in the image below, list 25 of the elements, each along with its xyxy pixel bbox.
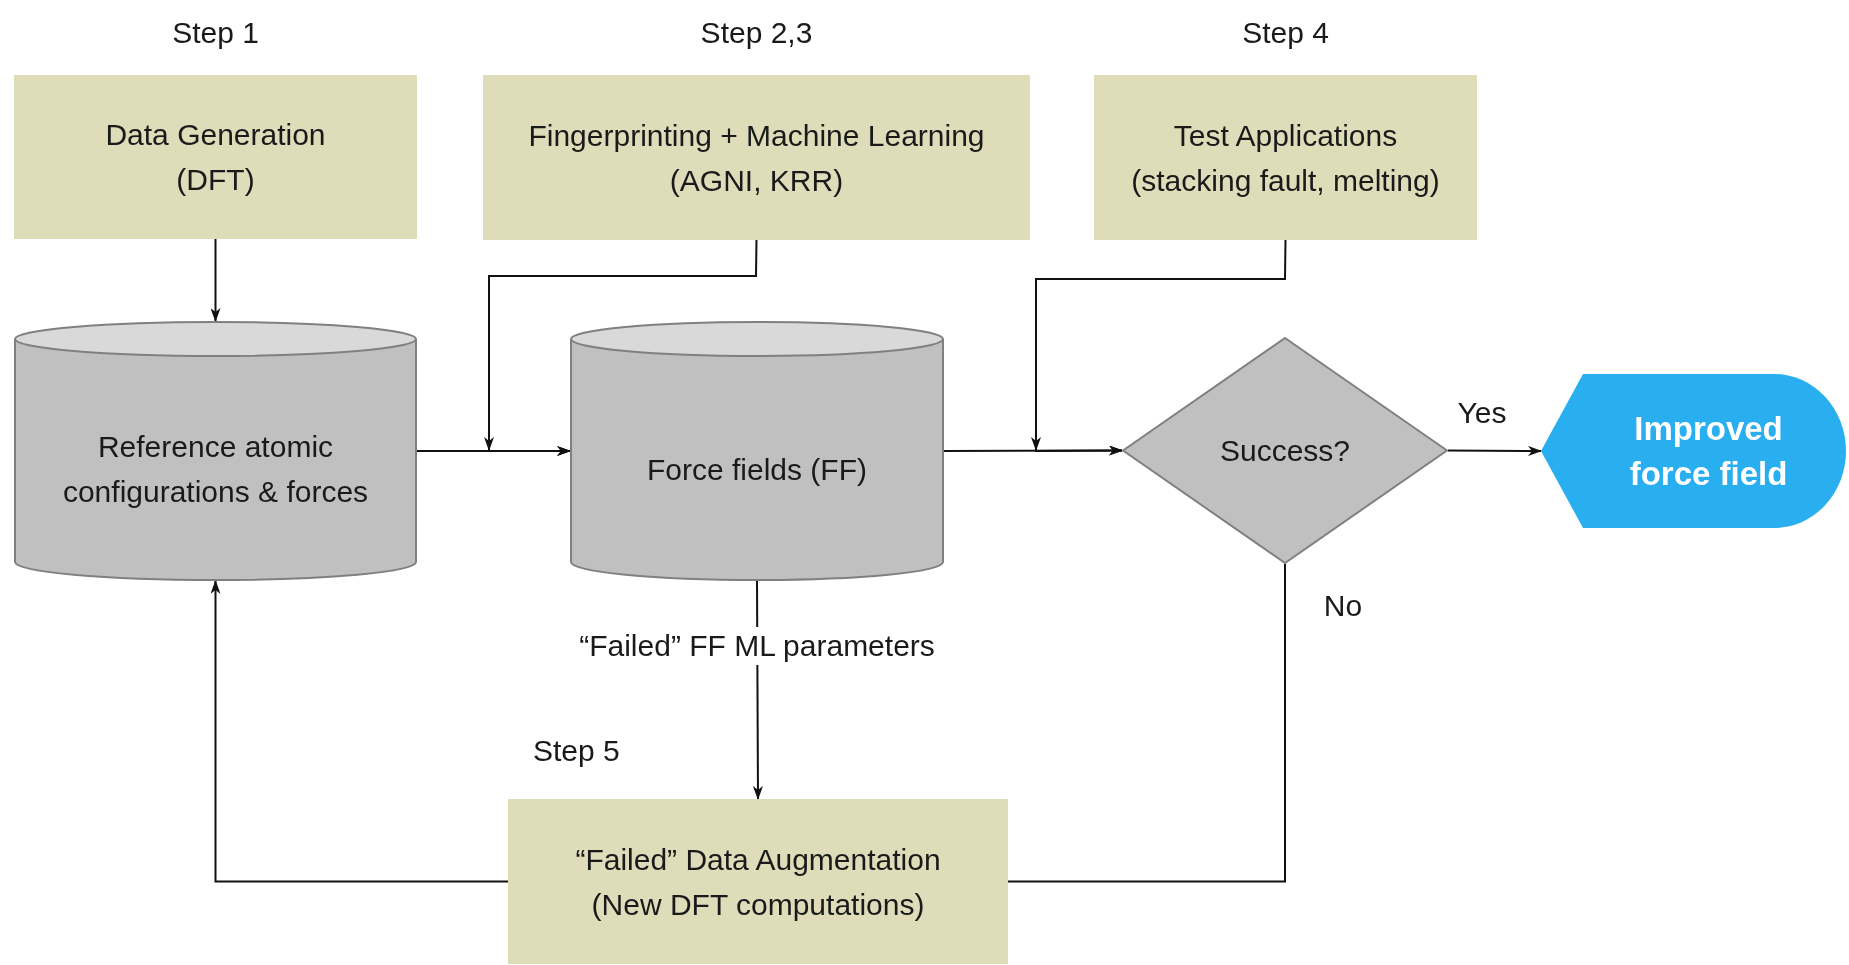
node-label: (stacking fault, melting) [1131, 162, 1440, 199]
node-label: Test Applications [1173, 117, 1398, 154]
node-label: Success? [1219, 433, 1351, 469]
arrow [210, 238, 221, 322]
arrow [416, 446, 571, 456]
node-label: (AGNI, KRR) [669, 162, 844, 199]
node-label: Improved force field [1628, 409, 1789, 494]
process-box [508, 799, 1008, 964]
process-box [1094, 75, 1477, 240]
arrow [943, 445, 1123, 456]
arrow [210, 580, 509, 883]
node-label: Data Generation [105, 117, 326, 153]
step-label: Step 4 [1242, 15, 1329, 51]
process-box [483, 75, 1030, 240]
node-label: Force fields (FF) [647, 451, 867, 488]
step-label: Step 2,3 [700, 15, 813, 51]
node-label: Fingerprinting + Machine Learning [528, 117, 985, 154]
node-label: Reference atomic configurations & forces [61, 429, 370, 510]
step-label: Step 5 [533, 733, 620, 769]
step-label: Step 1 [172, 15, 259, 51]
process-box [14, 75, 417, 239]
arrow [1447, 445, 1542, 456]
node-label: (New DFT computations) [591, 886, 925, 923]
node-label: (DFT) [176, 162, 255, 198]
node-label: “Failed” Data Augmentation [575, 841, 941, 878]
